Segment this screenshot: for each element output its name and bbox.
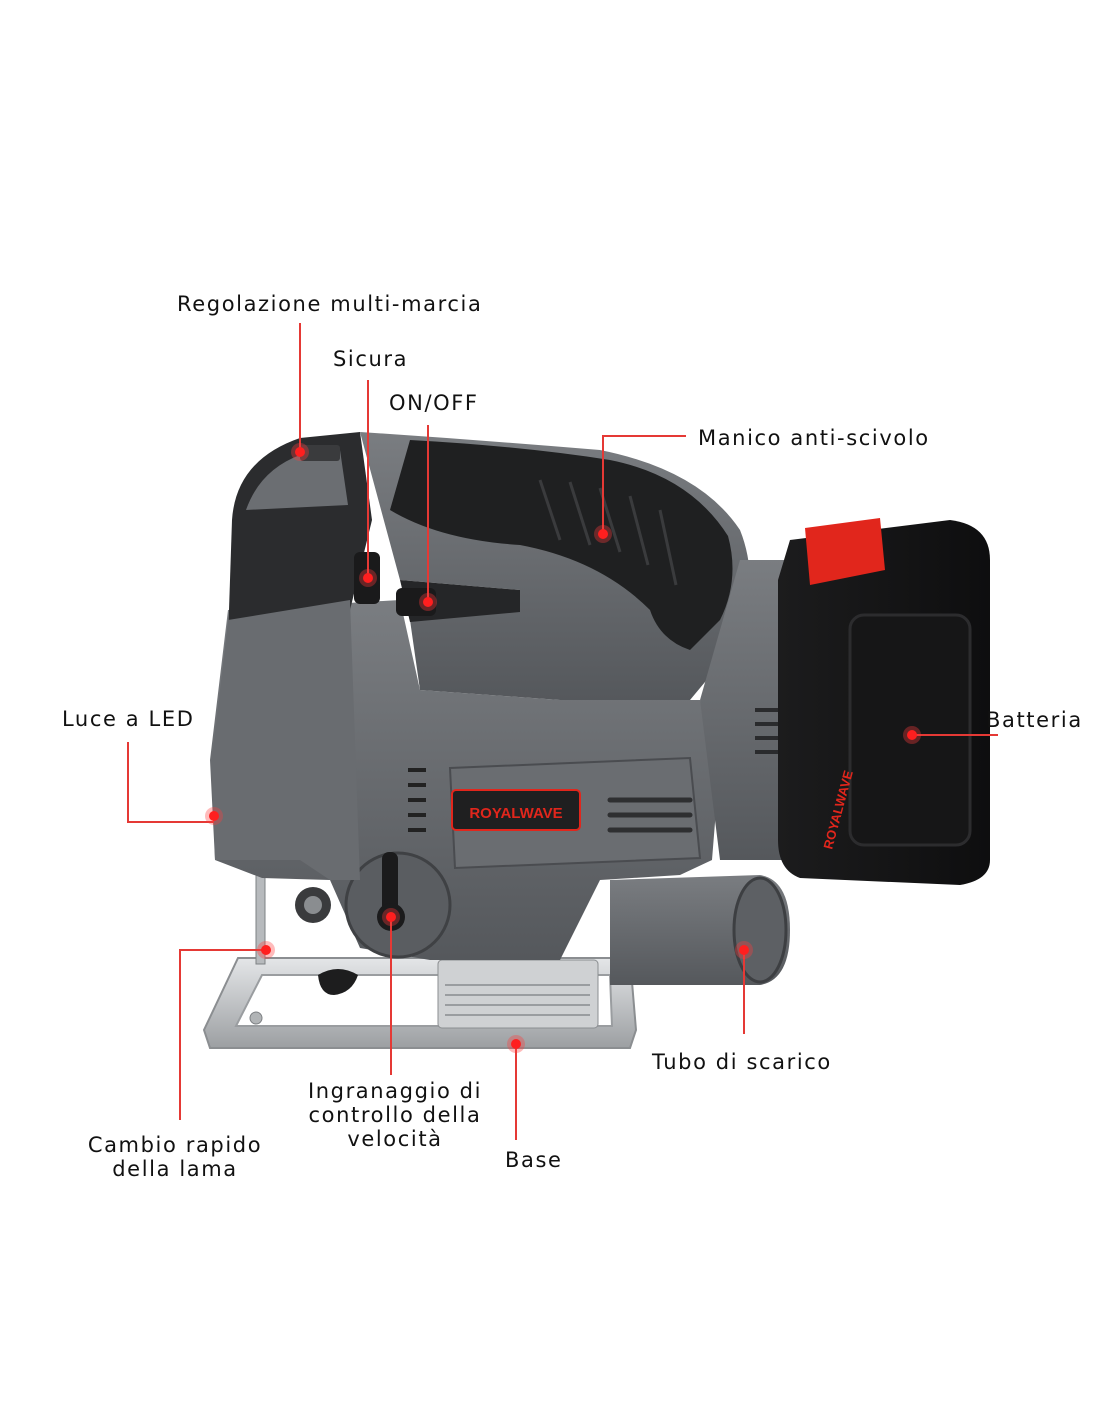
brand-logo: ROYALWAVE	[469, 805, 562, 822]
label-battery: Batteria	[986, 708, 1083, 732]
side-vents	[408, 768, 426, 832]
label-on-off: ON/OFF	[389, 391, 479, 415]
leader-led	[127, 742, 214, 823]
label-exhaust: Tubo di scarico	[652, 1050, 832, 1074]
label-multi-gear: Regolazione multi-marcia	[177, 292, 483, 316]
marker-dot-exhaust	[739, 945, 749, 955]
leader-grip	[602, 435, 686, 534]
label-blade-change: Cambio rapido della lama	[70, 1133, 280, 1181]
label-led: Luce a LED	[62, 707, 195, 731]
trigger-switch	[396, 588, 436, 616]
marker-dot-led	[209, 811, 219, 821]
front-housing	[212, 432, 372, 880]
motor-vents	[607, 797, 693, 833]
label-speed-gear-line-3: velocità	[347, 1127, 443, 1151]
leader-lines	[127, 323, 998, 1140]
gear-selector	[300, 445, 340, 461]
marker-dot-battery	[907, 730, 917, 740]
label-blade-change-line-1: Cambio rapido	[87, 1133, 263, 1157]
label-base: Base	[505, 1148, 563, 1172]
marker-dot-speed-gear	[386, 912, 396, 922]
leader-blade-change	[179, 949, 266, 1120]
base-plate	[202, 957, 638, 1049]
marker-dot-multi-gear	[295, 447, 305, 457]
marker-dot-safety	[363, 573, 373, 583]
label-speed-gear-line-2: controllo della	[308, 1103, 482, 1127]
label-safety: Sicura	[333, 347, 409, 371]
battery-pack: ROYALWAVE	[778, 518, 990, 885]
label-speed-gear-line-1: Ingranaggio di	[307, 1079, 483, 1103]
battery-latch	[805, 518, 885, 585]
marker-dot-grip	[598, 529, 608, 539]
label-speed-gear: Ingranaggio di controllo della velocità	[290, 1079, 500, 1151]
marker-dot-base	[511, 1039, 521, 1049]
marker-dot-blade-change	[261, 945, 271, 955]
exhaust-tube	[610, 875, 790, 985]
label-blade-change-line-2: della lama	[112, 1157, 238, 1181]
label-grip: Manico anti-scivolo	[698, 426, 930, 450]
marker-dots	[205, 443, 921, 1053]
handle	[354, 432, 750, 700]
marker-dot-on-off	[423, 597, 433, 607]
